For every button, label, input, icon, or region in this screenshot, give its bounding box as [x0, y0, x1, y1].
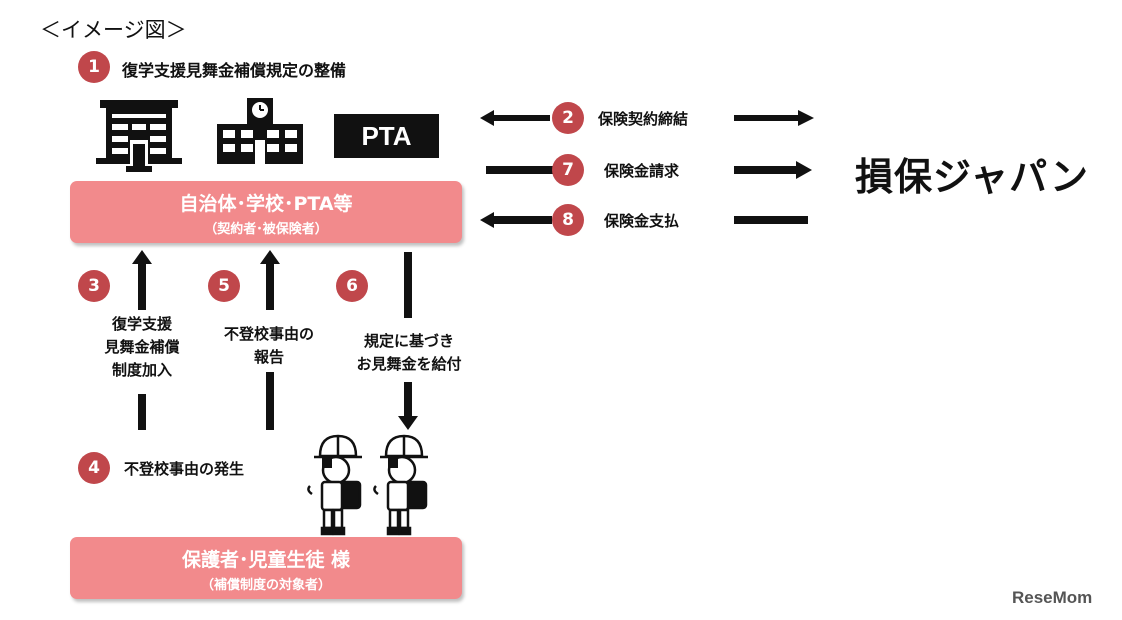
beneficiary-box-title: 保護者･児童生徒 様 — [181, 549, 351, 571]
step-3-line-2: 見舞金補償 — [104, 338, 180, 356]
step-7-badge: 7 — [552, 154, 584, 186]
contractor-box: 自治体･学校･PTA等 （契約者･被保険者） — [70, 181, 462, 243]
beneficiary-box-subtitle: （補償制度の対象者） — [200, 578, 331, 593]
step-2-badge: 2 — [552, 102, 584, 134]
enroll-arrow-tail — [138, 394, 146, 430]
claim-arrow — [486, 161, 812, 179]
insurer-name: 損保ジャパン — [855, 155, 1090, 199]
step-6-line-1: 規定に基づき — [363, 332, 454, 350]
benefit-arrow-head-part — [404, 252, 412, 318]
school-building-icon — [217, 98, 303, 164]
contractor-box-subtitle: （契約者･被保険者） — [204, 222, 328, 237]
child-student-icon — [307, 434, 362, 536]
step-6-text: 規定に基づき お見舞金を給付 — [340, 330, 478, 376]
step-2-label: 保険契約締結 — [598, 110, 689, 128]
step-7-label: 保険金請求 — [604, 162, 680, 180]
step-5-badge: 5 — [208, 270, 240, 302]
step-5-text: 不登校事由の 報告 — [206, 323, 332, 369]
report-arrow-tail — [266, 372, 274, 430]
step-6-line-2: お見舞金を給付 — [356, 355, 462, 373]
step-5-line-1: 不登校事由の — [223, 325, 314, 343]
step-3-line-1: 復学支援 — [111, 315, 172, 333]
step-1-label: 復学支援見舞金補償規定の整備 — [122, 61, 347, 80]
beneficiary-box: 保護者･児童生徒 様 （補償制度の対象者） — [70, 537, 462, 599]
step-4-label: 不登校事由の発生 — [124, 460, 245, 478]
contract-arrow — [480, 110, 814, 126]
payment-arrow — [480, 212, 808, 228]
step-1-badge: 1 — [78, 51, 110, 83]
pta-sign: PTA — [334, 114, 439, 158]
diagram-heading: ＜イメージ図＞ — [40, 18, 187, 42]
child-student-icon — [373, 434, 428, 536]
step-6-badge: 6 — [336, 270, 368, 302]
enroll-arrow-up — [132, 250, 152, 310]
step-3-line-3: 制度加入 — [111, 361, 172, 379]
contractor-box-title: 自治体･学校･PTA等 — [179, 193, 353, 215]
resemom-watermark: ReseMom — [1012, 588, 1093, 607]
step-3-text: 復学支援 見舞金補償 制度加入 — [86, 313, 198, 382]
step-4-badge: 4 — [78, 452, 110, 484]
step-8-label: 保険金支払 — [604, 212, 680, 230]
step-3-badge: 3 — [78, 270, 110, 302]
government-building-icon — [96, 100, 182, 172]
report-arrow-up — [260, 250, 280, 310]
step-5-line-2: 報告 — [253, 348, 284, 366]
step-8-badge: 8 — [552, 204, 584, 236]
benefit-arrow-down — [398, 382, 418, 430]
